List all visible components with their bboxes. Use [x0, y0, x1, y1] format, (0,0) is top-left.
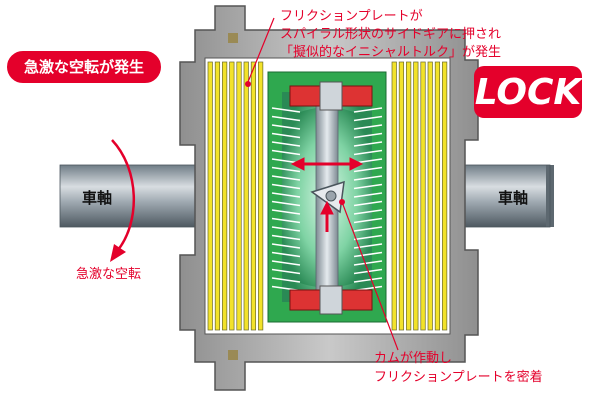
callout-top: フリクションプレートが スパイラル形状のサイドギアに押され 「擬似的なイニシャル…	[280, 9, 501, 60]
gear-tooth	[271, 115, 301, 122]
callout-bottom: カムが作動し フリクションプレートを密着	[374, 351, 543, 385]
gear-tooth	[353, 217, 383, 224]
friction-plate	[222, 61, 228, 331]
gear-tooth	[271, 277, 301, 283]
friction-plate	[258, 61, 264, 331]
rotation-arrow	[110, 139, 135, 262]
gear-tooth	[271, 234, 301, 241]
gear-tooth	[271, 209, 301, 215]
gear-tooth	[271, 183, 301, 190]
friction-plate	[214, 61, 221, 331]
friction-plate	[420, 61, 426, 331]
badge-text: 急激な空転が発生	[24, 58, 144, 76]
badge: 急激な空転が発生	[5, 49, 163, 85]
rotation-label: 急激な空転	[76, 267, 141, 282]
gear-tooth	[353, 234, 383, 241]
gear-tooth	[271, 107, 301, 113]
friction-plate	[207, 61, 213, 331]
gear-tooth	[271, 226, 301, 232]
gear-tooth	[271, 166, 301, 173]
gear-tooth	[271, 217, 301, 224]
callout-top-line-2: スパイラル形状のサイドギアに押され	[280, 27, 501, 42]
friction-plate	[406, 61, 412, 331]
gear-tooth	[271, 268, 301, 275]
callout-top-line-3: 「擬似的なイニシャルトルク」が発生	[280, 44, 501, 60]
gear-tooth	[353, 200, 383, 207]
gear-tooth	[271, 243, 301, 249]
friction-plate	[250, 61, 257, 331]
friction-plate	[427, 61, 433, 331]
axle-left-label: 車軸	[82, 189, 112, 207]
gear-tooth	[353, 141, 383, 147]
gear-tooth	[271, 251, 301, 258]
cam-element	[310, 180, 345, 214]
gear-tooth	[353, 124, 383, 130]
gear-tooth	[353, 226, 383, 232]
friction-plate	[398, 61, 405, 331]
axle-right-label: 車軸	[498, 189, 528, 207]
friction-plate	[434, 61, 441, 331]
gear-tooth	[353, 260, 383, 266]
friction-plates-right	[391, 61, 448, 331]
friction-plate	[391, 61, 397, 331]
cam-thrust-arrow	[320, 200, 334, 232]
friction-plate	[236, 61, 242, 331]
gear-tooth	[353, 107, 383, 113]
gear-tooth	[353, 277, 383, 283]
spring-bottom	[289, 285, 373, 315]
callout-top-line-1: フリクションプレートが	[280, 9, 423, 24]
friction-plate	[442, 61, 448, 331]
friction-plates-left	[207, 61, 264, 331]
gear-tooth	[353, 251, 383, 258]
callout-bottom-leader	[339, 199, 399, 351]
gear-tooth	[271, 175, 301, 181]
friction-plate	[243, 61, 249, 331]
gear-tooth	[353, 132, 383, 139]
lock-label: LOCK	[474, 66, 584, 118]
lock-label-text: LOCK	[475, 72, 585, 113]
gear-tooth	[353, 192, 383, 198]
gear-tooth	[271, 132, 301, 139]
gear-tooth	[271, 124, 301, 130]
gear-tooth	[353, 166, 383, 173]
gear-tooth	[271, 141, 301, 147]
gear-tooth	[353, 149, 383, 156]
gear-tooth	[271, 200, 301, 207]
friction-plate	[413, 61, 419, 331]
gear-tooth	[271, 192, 301, 198]
friction-plate	[229, 61, 235, 331]
callout-bottom-line-1: カムが作動し	[374, 351, 452, 366]
expansion-arrow	[290, 157, 364, 171]
gear-tooth	[271, 260, 301, 266]
callout-top-leader	[245, 17, 275, 87]
callout-bottom-line-2: フリクションプレートを密着	[374, 369, 543, 385]
gear-tooth	[353, 183, 383, 190]
gear-tooth	[353, 115, 383, 122]
gear-tooth	[271, 149, 301, 156]
spring-top	[289, 81, 373, 111]
gear-tooth	[353, 175, 383, 181]
gear-tooth	[353, 209, 383, 215]
